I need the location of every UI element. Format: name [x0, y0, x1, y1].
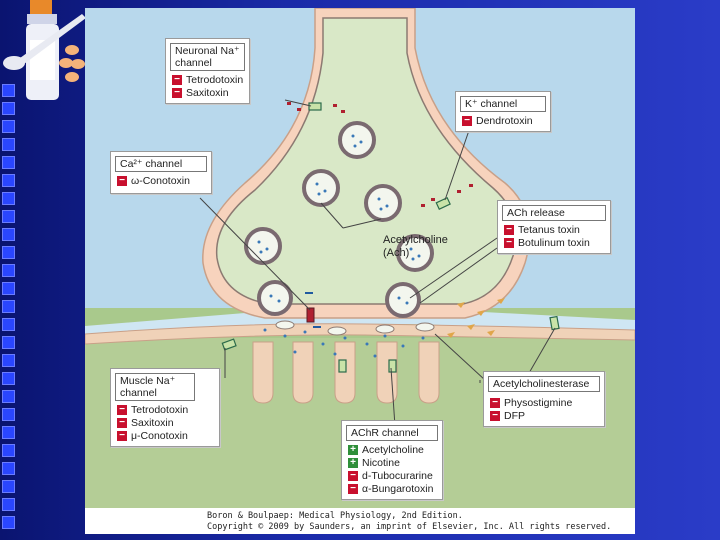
acetylcholine-label-line2: (Ach): [383, 247, 410, 259]
box-item: + Acetylcholine: [348, 444, 438, 456]
inhibitor-sign-icon: −: [172, 88, 182, 99]
box-item: −Physostigmine: [490, 397, 600, 409]
inhibitor-sign-icon: −: [504, 238, 514, 249]
box-item-label: Tetanus toxin: [518, 224, 580, 237]
box-item-label: DFP: [504, 410, 525, 423]
box-item-label: Botulinum toxin: [518, 237, 590, 250]
neuronal-na-channel-box: Neuronal Na⁺ channel −Tetrodotoxin −Saxi…: [165, 38, 250, 105]
box-item: −Botulinum toxin: [504, 237, 606, 249]
inhibitor-sign-icon: −: [504, 225, 514, 236]
acetylcholinesterase-box: Acetylcholinesterase −Physostigmine −DFP: [483, 371, 605, 428]
ach-release-box: ACh release −Tetanus toxin −Botulinum to…: [497, 200, 611, 255]
box-item: −ω-Conotoxin: [117, 175, 207, 187]
box-title: Ca²⁺ channel: [115, 156, 207, 173]
inhibitor-sign-icon: −: [462, 116, 472, 127]
box-item-label: Nicotine: [362, 457, 400, 470]
box-item-label: Saxitoxin: [186, 87, 229, 100]
box-item: −Saxitoxin: [117, 417, 215, 429]
box-item-label: Physostigmine: [504, 397, 573, 410]
box-item: −α-Bungarotoxin: [348, 483, 438, 495]
box-item: −DFP: [490, 410, 600, 422]
inhibitor-sign-icon: −: [490, 398, 500, 409]
inhibitor-sign-icon: −: [117, 431, 127, 442]
inhibitor-sign-icon: −: [117, 418, 127, 429]
activator-sign-icon: +: [348, 445, 358, 456]
box-item-label: Dendrotoxin: [476, 115, 533, 128]
pill-bottle-icon: [3, 0, 86, 100]
box-title: ACh release: [502, 205, 606, 222]
credit-line-1: Boron & Boulpaep: Medical Physiology, 2n…: [207, 511, 463, 521]
box-title: K⁺ channel: [460, 96, 546, 113]
credit-line-2: Copyright © 2009 by Saunders, an imprint…: [207, 522, 612, 532]
box-item: + Nicotine: [348, 457, 438, 469]
box-title: Neuronal Na⁺ channel: [170, 43, 245, 72]
box-item: −Dendrotoxin: [462, 115, 546, 127]
box-title: Acetylcholinesterase: [488, 376, 600, 393]
k-channel-box: K⁺ channel −Dendrotoxin: [455, 91, 551, 133]
box-item: −d-Tubocurarine: [348, 470, 438, 482]
diagram-slide: Acetylcholine (Ach) Neuronal Na⁺ channel…: [85, 8, 635, 534]
bullet-squares-decoration: [2, 84, 18, 534]
inhibitor-sign-icon: −: [117, 405, 127, 416]
box-item: −Saxitoxin: [172, 87, 245, 99]
box-item-label: μ-Conotoxin: [131, 430, 188, 443]
inhibitor-sign-icon: −: [490, 411, 500, 422]
inhibitor-sign-icon: −: [348, 484, 358, 495]
box-item: −Tetrodotoxin: [117, 404, 215, 416]
box-item-label: Saxitoxin: [131, 417, 174, 430]
acetylcholine-label: Acetylcholine (Ach): [383, 234, 448, 260]
box-item: −Tetanus toxin: [504, 224, 606, 236]
box-item: −Tetrodotoxin: [172, 74, 245, 86]
ca-channel-box: Ca²⁺ channel −ω-Conotoxin: [110, 151, 212, 195]
box-item-label: α-Bungarotoxin: [362, 483, 434, 496]
inhibitor-sign-icon: −: [172, 75, 182, 86]
inhibitor-sign-icon: −: [348, 471, 358, 482]
box-item: −μ-Conotoxin: [117, 430, 215, 442]
acetylcholine-label-line1: Acetylcholine: [383, 234, 448, 246]
box-item-label: ω-Conotoxin: [131, 175, 190, 188]
achr-channel-box: AChR channel + Acetylcholine + Nicotine −d…: [341, 420, 443, 501]
box-item-label: Tetrodotoxin: [186, 74, 244, 87]
box-title: Muscle Na⁺ channel: [115, 373, 195, 402]
activator-sign-icon: +: [348, 458, 358, 469]
inhibitor-sign-icon: −: [117, 176, 127, 187]
box-item-label: Tetrodotoxin: [131, 404, 189, 417]
box-item-label: Acetylcholine: [362, 444, 424, 457]
muscle-na-channel-box: Muscle Na⁺ channel −Tetrodotoxin −Saxito…: [110, 368, 220, 448]
box-title: AChR channel: [346, 425, 438, 442]
box-item-label: d-Tubocurarine: [362, 470, 433, 483]
